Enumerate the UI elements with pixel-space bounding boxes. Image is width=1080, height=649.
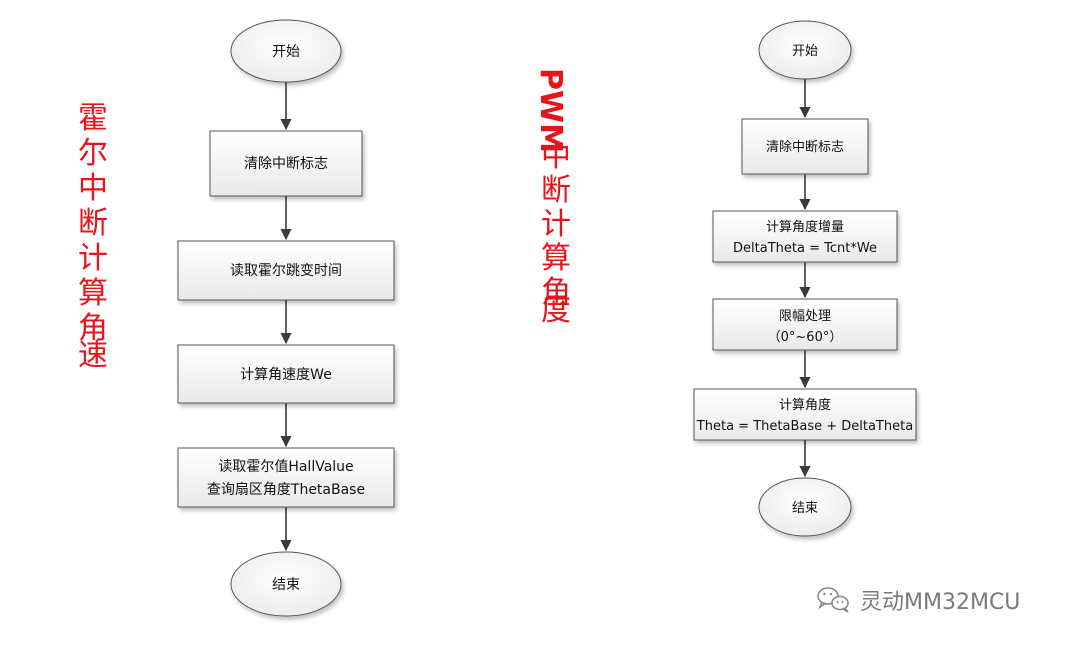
right-limit-line2: （0°~60°）	[768, 330, 843, 345]
right-flowchart: 开始 清除中断标志 计算角度增量 DeltaTheta = Tcnt*We 限幅…	[693, 20, 917, 537]
left-title-char-7: 速	[78, 338, 108, 373]
left-clear-flag-label: 清除中断标志	[244, 156, 328, 172]
left-clear-flag-node: 清除中断标志	[209, 130, 363, 197]
right-end-node: 结束	[758, 477, 852, 537]
wechat-icon	[817, 587, 849, 613]
right-calc-delta-line1: 计算角度增量	[766, 219, 844, 235]
right-chart-title: PWM 中 断 计 算 角 度	[533, 68, 571, 328]
left-title-char-5: 算	[78, 276, 108, 311]
right-start-node: 开始	[758, 20, 852, 80]
left-start-label: 开始	[272, 44, 300, 60]
left-start-node: 开始	[230, 19, 342, 83]
left-read-hall-time-node: 读取霍尔跳变时间	[177, 240, 395, 301]
right-clear-flag-node: 清除中断标志	[741, 118, 869, 175]
right-title-char-2: 计	[541, 207, 571, 242]
right-calc-delta-node: 计算角度增量 DeltaTheta = Tcnt*We	[712, 210, 898, 263]
watermark: 灵动MM32MCU	[817, 587, 1020, 615]
right-calc-theta-node: 计算角度 Theta = ThetaBase + DeltaTheta	[693, 388, 917, 441]
right-title-latin: PWM	[533, 68, 568, 153]
right-calc-delta-line2: DeltaTheta = Tcnt*We	[733, 241, 877, 256]
watermark-text: 灵动MM32MCU	[860, 590, 1020, 615]
left-end-node: 结束	[230, 551, 342, 617]
right-limit-line1: 限幅处理	[779, 309, 831, 324]
left-title-char-2: 中	[78, 171, 108, 206]
left-title-char-0: 霍	[78, 101, 108, 136]
left-title-char-3: 断	[78, 206, 108, 241]
left-read-hall-value-line2: 查询扇区角度ThetaBase	[207, 482, 365, 498]
right-limit-node: 限幅处理 （0°~60°）	[712, 298, 898, 351]
right-title-char-0: 中	[541, 139, 571, 174]
left-title-char-6: 角	[78, 311, 108, 346]
right-start-label: 开始	[792, 44, 818, 59]
left-title-char-4: 计	[78, 241, 108, 276]
right-title-char-1: 断	[541, 173, 571, 208]
left-chart-title: 霍 尔 中 断 计 算 角 速	[78, 101, 108, 373]
left-calc-speed-label: 计算角速度We	[240, 367, 332, 383]
left-read-hall-time-label: 读取霍尔跳变时间	[230, 262, 342, 279]
left-end-label: 结束	[272, 577, 300, 593]
left-calc-speed-node: 计算角速度We	[177, 344, 395, 404]
left-read-hall-value-line1: 读取霍尔值HallValue	[218, 458, 353, 475]
left-flowchart: 开始 清除中断标志 读取霍尔跳变时间 计算角速度We 读取霍尔值HallValu…	[177, 19, 395, 617]
right-title-char-3: 算	[541, 241, 571, 276]
right-title-char-5: 度	[541, 293, 571, 328]
right-calc-theta-line2: Theta = ThetaBase + DeltaTheta	[696, 419, 913, 434]
left-title-char-1: 尔	[78, 136, 108, 171]
right-title-char-4: 角	[541, 275, 571, 310]
right-calc-theta-line1: 计算角度	[779, 397, 831, 413]
right-clear-flag-label: 清除中断标志	[766, 140, 844, 155]
right-end-label: 结束	[792, 501, 818, 516]
left-read-hall-value-node: 读取霍尔值HallValue 查询扇区角度ThetaBase	[177, 447, 395, 508]
